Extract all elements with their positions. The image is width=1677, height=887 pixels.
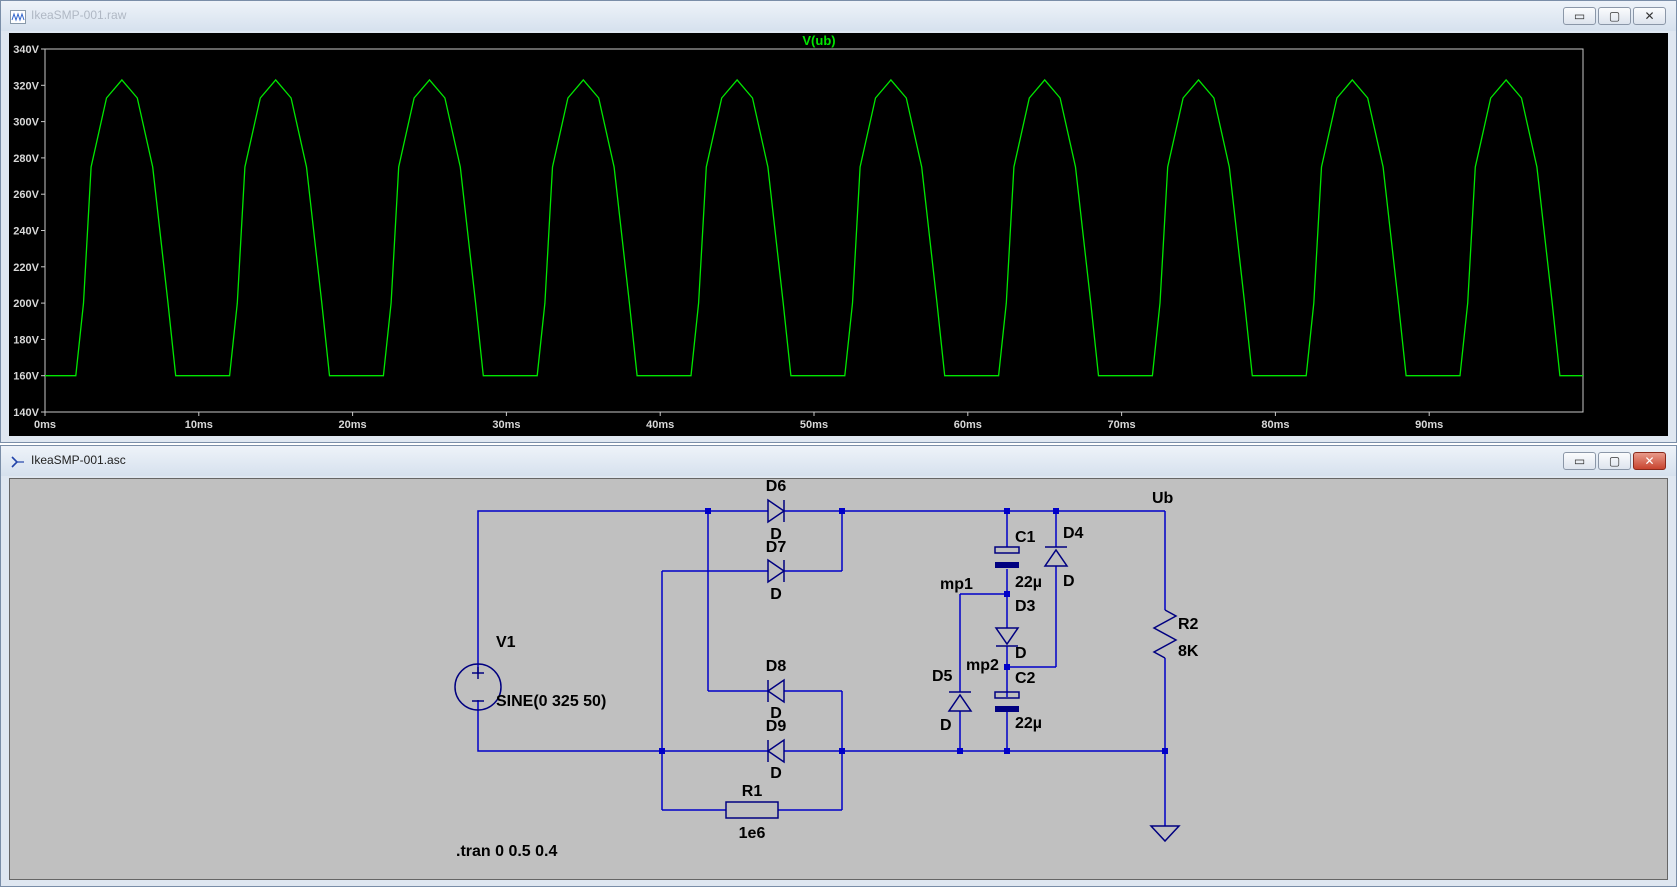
net-label-mp2: mp2 — [966, 657, 999, 674]
y-tick-label: 220V — [13, 262, 39, 274]
junctions — [659, 508, 1168, 754]
x-tick-label: 90ms — [1415, 419, 1443, 431]
waveform-chart: V(ub) 140V 160V 180V 200V 220V 240V 260V 280V 30… — [13, 33, 1584, 431]
capacitor-c1[interactable] — [994, 546, 1020, 568]
x-tick-label: 0ms — [34, 419, 56, 431]
spice-directive: .tran 0 0.5 0.4 — [456, 843, 557, 860]
diode-d7[interactable] — [767, 558, 786, 584]
y-tick-label: 240V — [13, 226, 39, 238]
d4-model: D — [1063, 573, 1075, 590]
x-tick-label: 50ms — [800, 419, 828, 431]
chart-title: V(ub) — [802, 33, 835, 48]
x-tick-label: 70ms — [1108, 419, 1136, 431]
d7-name: D7 — [766, 539, 787, 556]
d3-model: D — [1015, 645, 1027, 662]
ground-symbol — [1149, 825, 1181, 843]
plot-window-title: IkeaSMP-001.raw — [31, 8, 127, 22]
d7-model: D — [770, 586, 782, 603]
diode-d9[interactable] — [766, 738, 785, 764]
d8-name: D8 — [766, 658, 787, 675]
y-tick-label: 280V — [13, 153, 39, 165]
capacitor-c2[interactable] — [994, 691, 1020, 712]
series-line-vub — [45, 78, 1583, 377]
diode-d4[interactable] — [1043, 546, 1069, 567]
x-axis: 0ms 10ms 20ms 30ms 40ms 50ms 60ms 70ms 80ms 90ms — [34, 412, 1443, 431]
schematic-window-title: IkeaSMP-001.asc — [31, 453, 126, 467]
plot-window: IkeaSMP-001.raw ▭ ▢ ✕ V(ub) 140V 160V 180V… — [0, 0, 1677, 443]
d8-model: D — [770, 705, 782, 722]
y-tick-label: 180V — [13, 334, 39, 346]
schematic-window-titlebar[interactable]: IkeaSMP-001.asc ▭ ▢ ✕ — [1, 446, 1676, 476]
d9-name: D9 — [766, 718, 787, 735]
diode-d6[interactable] — [767, 498, 786, 524]
schematic-canvas[interactable]: D6 D D7 D D8 D D9 D C1 22µ D3 D C2 22µ D… — [9, 478, 1668, 880]
schematic-labels: D6 D D7 D D8 D D9 D C1 22µ D3 D C2 22µ D… — [456, 478, 1199, 860]
waveform-icon — [10, 10, 26, 24]
d6-name: D6 — [766, 479, 787, 495]
d4-name: D4 — [1063, 525, 1084, 542]
minimize-button[interactable]: ▭ — [1563, 7, 1596, 25]
schematic-drawing: D6 D D7 D D8 D D9 D C1 22µ D3 D C2 22µ D… — [454, 478, 1199, 860]
diode-d8[interactable] — [766, 678, 785, 704]
net-label-mp1: mp1 — [940, 576, 973, 593]
plot-frame — [44, 48, 1584, 413]
r2-value: 8K — [1178, 643, 1199, 660]
d6-model: D — [770, 526, 782, 543]
diode-d5[interactable] — [947, 691, 973, 712]
y-tick-label: 160V — [13, 371, 39, 383]
plot-window-titlebar[interactable]: IkeaSMP-001.raw ▭ ▢ ✕ — [1, 1, 1676, 31]
maximize-button[interactable]: ▢ — [1598, 452, 1631, 470]
voltage-source-v1[interactable] — [454, 663, 502, 711]
y-tick-label: 200V — [13, 298, 39, 310]
y-tick-label: 320V — [13, 80, 39, 92]
v1-value: SINE(0 325 50) — [496, 693, 606, 710]
c2-value: 22µ — [1015, 715, 1042, 732]
y-tick-label: 140V — [13, 407, 39, 419]
d3-name: D3 — [1015, 598, 1036, 615]
y-tick-label: 340V — [13, 44, 39, 56]
x-tick-label: 40ms — [646, 419, 674, 431]
schematic-icon — [11, 456, 24, 468]
y-tick-label: 300V — [13, 117, 39, 129]
d5-model: D — [940, 717, 952, 734]
maximize-button[interactable]: ▢ — [1598, 7, 1631, 25]
net-label-ub: Ub — [1152, 490, 1174, 507]
close-button[interactable]: ✕ — [1633, 7, 1666, 25]
resistor-r2[interactable] — [1152, 609, 1178, 659]
x-tick-label: 60ms — [954, 419, 982, 431]
y-tick-label: 260V — [13, 189, 39, 201]
d5-name: D5 — [932, 668, 953, 685]
d9-model: D — [770, 765, 782, 782]
diode-d3[interactable] — [994, 627, 1020, 647]
wires — [477, 510, 1166, 826]
schematic-window: IkeaSMP-001.asc ▭ ▢ ✕ — [0, 445, 1677, 887]
v1-name: V1 — [496, 634, 516, 651]
close-button[interactable]: ✕ — [1633, 452, 1666, 470]
c1-value: 22µ — [1015, 574, 1042, 591]
x-tick-label: 80ms — [1261, 419, 1289, 431]
c1-name: C1 — [1015, 529, 1036, 546]
x-tick-label: 10ms — [185, 419, 213, 431]
x-tick-label: 20ms — [339, 419, 367, 431]
r2-name: R2 — [1178, 616, 1199, 633]
minimize-button[interactable]: ▭ — [1563, 452, 1596, 470]
c2-name: C2 — [1015, 670, 1036, 687]
resistor-r1[interactable] — [725, 801, 779, 819]
r1-value: 1e6 — [739, 825, 766, 842]
waveform-plot[interactable]: V(ub) 140V 160V 180V 200V 220V 240V 260V 280V 30… — [9, 33, 1668, 436]
x-tick-label: 30ms — [492, 419, 520, 431]
y-axis: 140V 160V 180V 200V 220V 240V 260V 280V 300V 320V… — [13, 44, 45, 419]
r1-name: R1 — [742, 783, 763, 800]
